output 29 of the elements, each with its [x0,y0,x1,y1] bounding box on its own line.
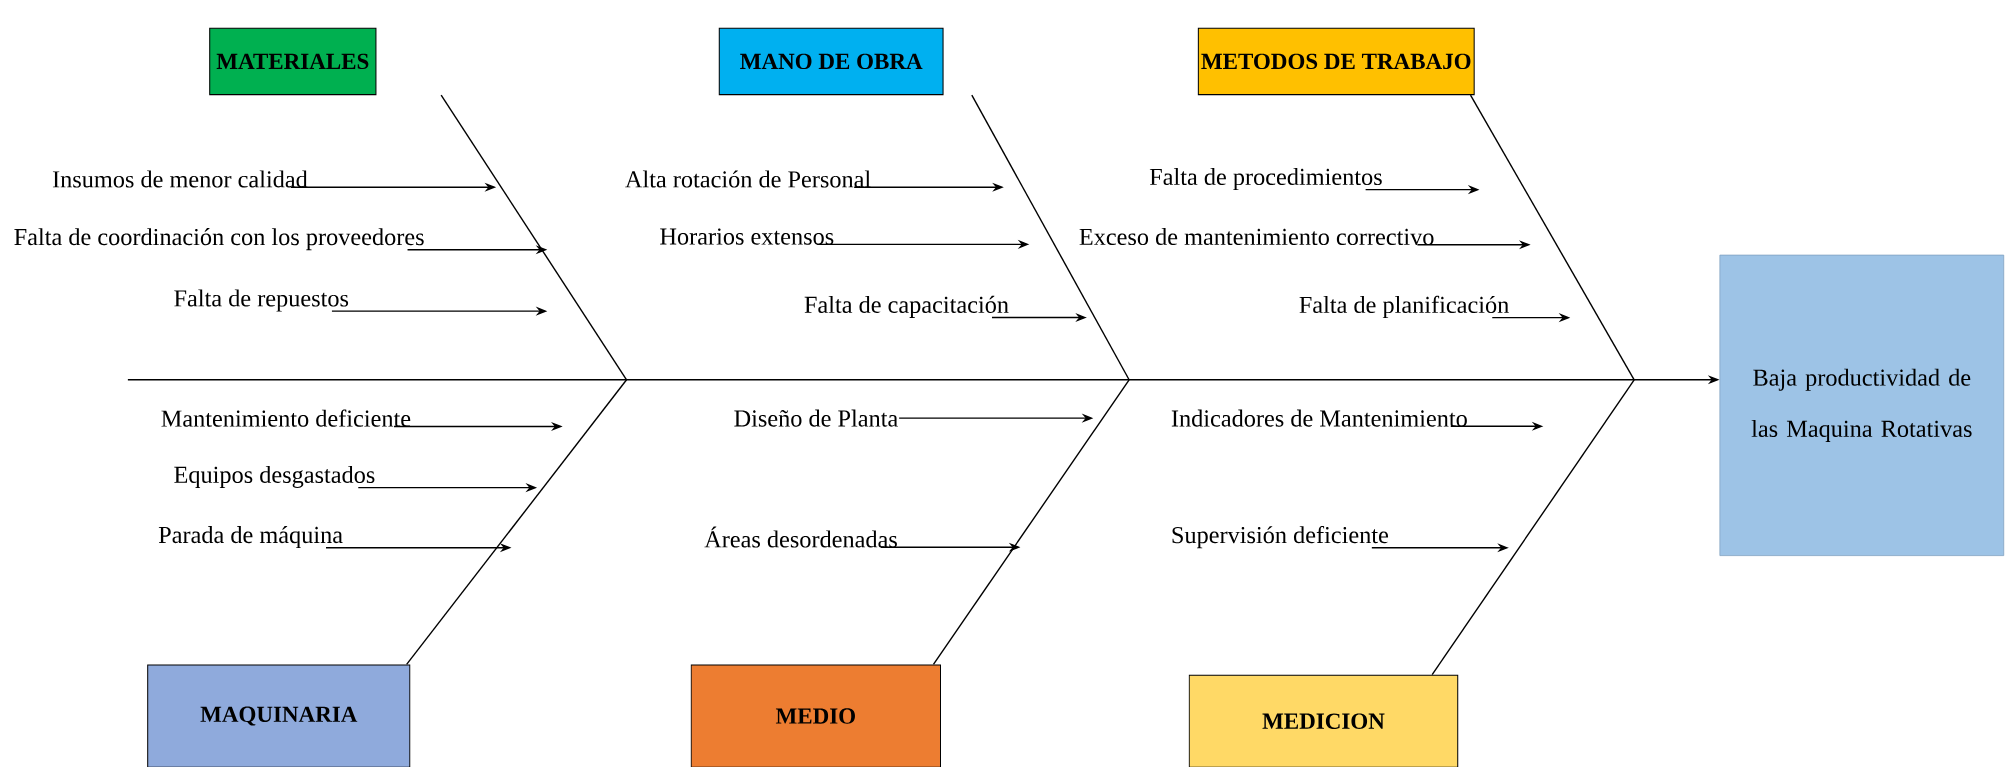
cause-label: Insumos de menor calidad [52,170,308,188]
cause-label: Parada de máquina [158,525,343,548]
cause-label: Exceso de mantenimiento correctivo [1079,227,1434,245]
cause-label: Horarios extensos [660,228,834,245]
cause-label: Falta de coordinación con los proveedores [14,228,424,251]
bone-line [440,94,628,381]
effect-box: Baja productividad de las Maquina Rotativas [1719,254,2005,556]
category-box: MATERIALES [209,27,377,96]
bone-line [971,94,1130,381]
cause-label: Falta de repuestos [174,289,349,312]
cause-label: Falta de procedimientos [1149,167,1382,190]
category-box: MEDICION [1188,674,1459,767]
cause-label: Supervisión deficiente [1172,525,1389,549]
category-box: METODOS DE TRABAJO [1197,27,1475,96]
cause-label: Indicadores de Mantenimiento [1171,409,1467,427]
cause-label: Diseño de Planta [734,409,898,427]
bone-line [405,378,628,665]
bone-line [1469,94,1635,381]
cause-label: Áreas desordenadas [704,526,897,548]
cause-label: Alta rotación de Personal [625,170,871,188]
cause-label: Falta de capacitación [804,295,1009,318]
category-box: MANO DE OBRA [718,27,944,96]
cause-label: Equipos desgastados [174,465,375,488]
bone-line [932,378,1130,665]
category-box: MAQUINARIA [147,664,411,767]
category-box: MEDIO [690,664,941,767]
cause-label: Falta de planificación [1299,295,1509,318]
cause-label: Mantenimiento deficiente [161,409,411,427]
bone-line [1431,378,1635,676]
